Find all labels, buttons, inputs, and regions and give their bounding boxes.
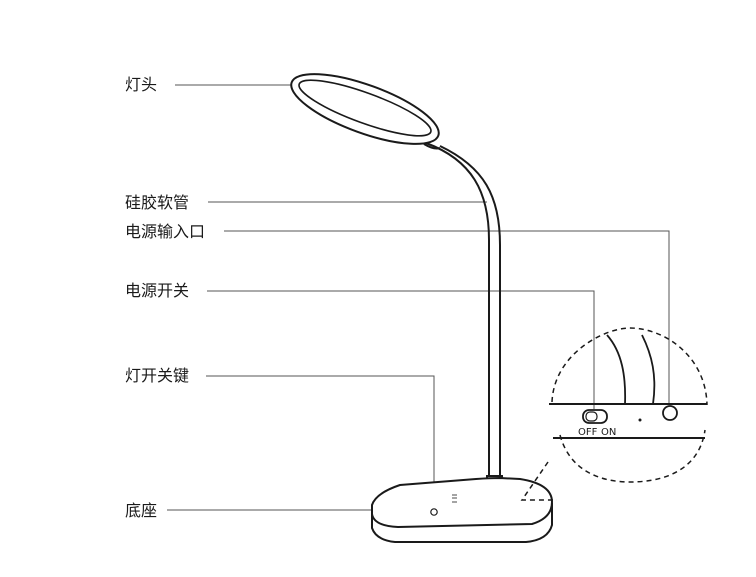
base-logo bbox=[452, 494, 457, 503]
switch-off-text: OFF bbox=[578, 427, 598, 438]
leader-power-input bbox=[224, 230, 670, 404]
callout-connector bbox=[520, 461, 557, 501]
label-light-key: 灯开关键 bbox=[125, 366, 190, 385]
leader-power-switch bbox=[207, 290, 595, 409]
power-input-port[interactable] bbox=[662, 405, 678, 421]
label-base: 底座 bbox=[125, 501, 158, 520]
label-silicone-hose: 硅胶软管 bbox=[125, 193, 190, 212]
leader-lines bbox=[167, 84, 670, 511]
silicone-hose bbox=[425, 142, 501, 476]
switch-on-text: ON bbox=[601, 427, 616, 438]
power-switch-knob bbox=[585, 411, 598, 422]
label-power-input: 电源输入口 bbox=[125, 222, 206, 241]
label-power-switch: 电源开关 bbox=[125, 281, 190, 300]
leader-light-key bbox=[206, 375, 435, 510]
indicator-dot bbox=[638, 418, 642, 422]
lamp-head bbox=[290, 73, 441, 150]
lamp-base bbox=[371, 477, 553, 543]
zoom-callout: OFF ON bbox=[549, 327, 708, 483]
light-key-button[interactable] bbox=[430, 508, 438, 516]
label-lamp-head: 灯头 bbox=[125, 75, 158, 94]
